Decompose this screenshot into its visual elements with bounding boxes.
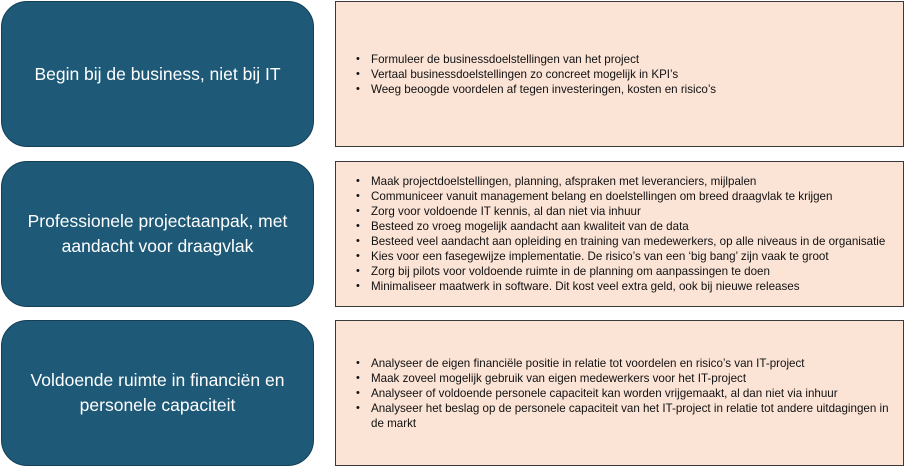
principle-heading-2: Professionele projectaanpak, met aandach… [27, 211, 288, 256]
principle-details-box-2: Maak projectdoelstellingen, planning, af… [335, 161, 904, 307]
list-item: Vertaal businessdoelstellingen zo concre… [356, 67, 893, 82]
list-item: Analyseer het beslag op de personele cap… [356, 401, 893, 431]
list-item: Communiceer vanuit management belang en … [356, 189, 893, 204]
principle-details-box-3: Analyseer de eigen financiële positie in… [335, 320, 904, 466]
list-item: Analyseer of voldoende personele capacit… [356, 386, 893, 401]
bullet-list-3: Analyseer de eigen financiële positie in… [336, 356, 903, 431]
list-item: Weeg beoogde voordelen af tegen invester… [356, 82, 893, 97]
principle-heading-box-3: Voldoende ruimte in financiën en persone… [1, 320, 314, 466]
list-item: Minimaliseer maatwerk in software. Dit k… [356, 279, 893, 294]
principle-details-box-1: Formuleer de businessdoelstellingen van … [335, 1, 904, 147]
list-item: Besteed veel aandacht aan opleiding en t… [356, 234, 893, 249]
bullet-list-2: Maak projectdoelstellingen, planning, af… [336, 174, 903, 294]
list-item: Kies voor een fasegewijze implementatie.… [356, 249, 893, 264]
list-item: Maak projectdoelstellingen, planning, af… [356, 174, 893, 189]
principle-heading-1: Begin bij de business, niet bij IT [34, 63, 281, 84]
list-item: Zorg voor voldoende IT kennis, al dan ni… [356, 204, 893, 219]
list-item: Besteed zo vroeg mogelijk aandacht aan k… [356, 219, 893, 234]
principle-heading-box-2: Professionele projectaanpak, met aandach… [1, 161, 314, 307]
list-item: Analyseer de eigen financiële positie in… [356, 356, 893, 371]
principle-heading-3: Voldoende ruimte in financiën en persone… [30, 370, 285, 415]
list-item: Formuleer de businessdoelstellingen van … [356, 52, 893, 67]
list-item: Zorg bij pilots voor voldoende ruimte in… [356, 264, 893, 279]
principle-heading-box-1: Begin bij de business, niet bij IT [1, 1, 314, 147]
bullet-list-1: Formuleer de businessdoelstellingen van … [336, 52, 903, 97]
list-item: Maak zoveel mogelijk gebruik van eigen m… [356, 371, 893, 386]
